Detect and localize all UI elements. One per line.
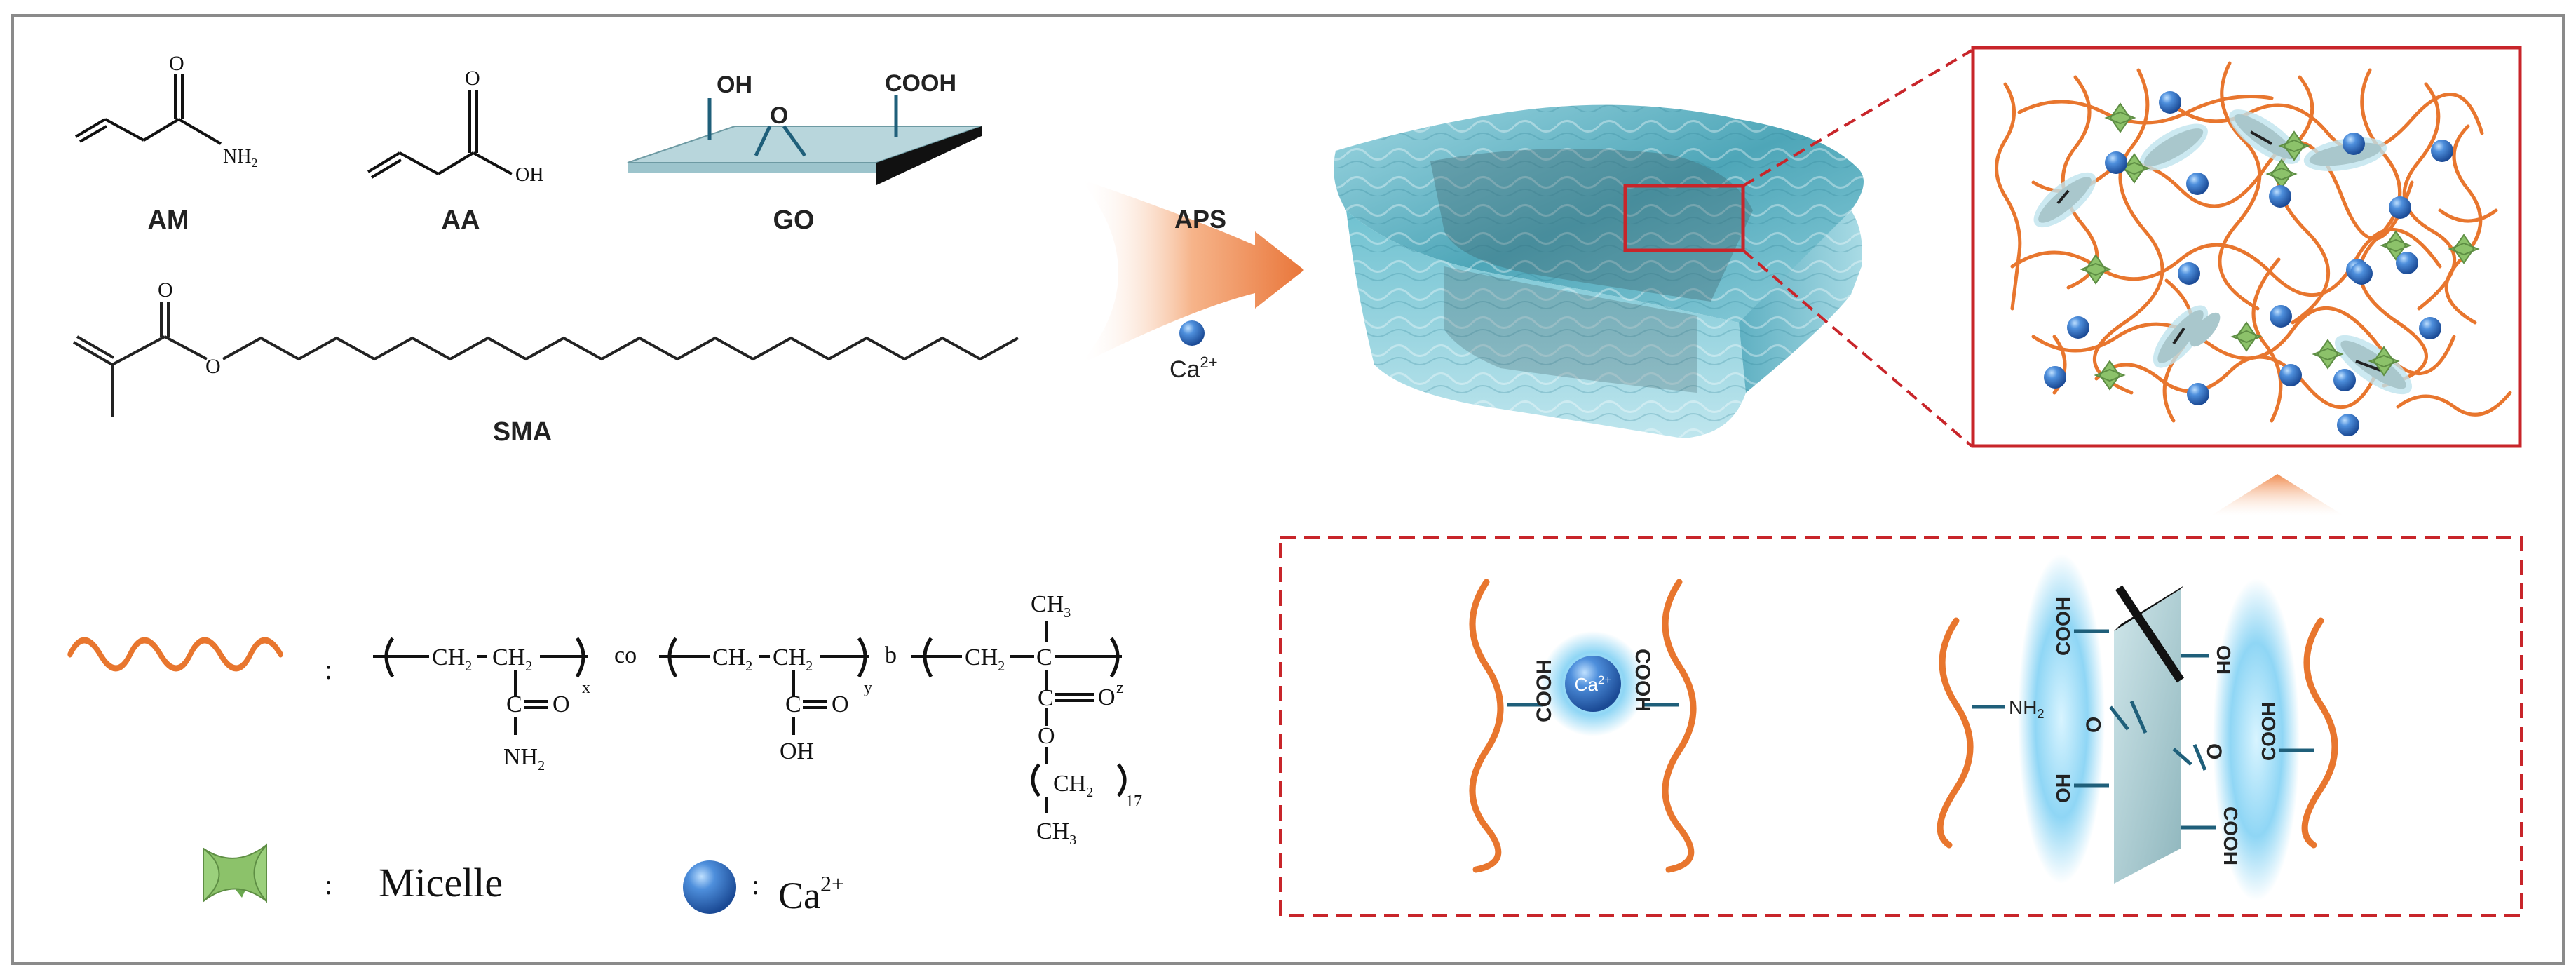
svg-text:C: C: [506, 691, 522, 717]
ionic-crosslink-diagram: [1469, 579, 1697, 873]
svg-text:OH: OH: [780, 738, 814, 764]
hydrogel-block: [1334, 104, 1864, 438]
svg-text:C: C: [785, 691, 801, 717]
ca-legend-icon: [683, 860, 736, 914]
sma-o1-label: O: [158, 278, 173, 302]
svg-text:CH2: CH2: [432, 644, 472, 674]
go-o-label: O: [770, 102, 788, 129]
up-arrow: [2210, 474, 2345, 516]
gi-cooh-far-right: COOH: [2258, 702, 2279, 761]
legend-colon-chain: :: [325, 654, 332, 685]
gi-o-left: O: [2082, 717, 2106, 733]
aps-label: APS: [1174, 205, 1226, 234]
sma-o2-label: O: [205, 355, 221, 378]
inset-cooh-right: COOH: [1631, 649, 1654, 712]
svg-text:C: C: [1036, 644, 1052, 670]
go-sheet: [627, 95, 982, 185]
legend-chain-icon: [67, 637, 283, 672]
svg-text:O: O: [1098, 684, 1116, 710]
svg-text:co: co: [614, 642, 637, 668]
reaction-arrow: [1080, 179, 1304, 365]
inset-cooh-left: COOH: [1533, 659, 1556, 722]
svg-text:17: 17: [1125, 792, 1142, 811]
svg-text:CH2: CH2: [712, 644, 752, 674]
svg-text:CH3: CH3: [1036, 818, 1076, 848]
zoom-line-bottom: [1742, 249, 1973, 447]
polymer-formula: [373, 621, 1127, 813]
aa-structure: [367, 90, 513, 179]
legend-micelle-label: Micelle: [379, 860, 503, 905]
am-structure: [74, 74, 222, 145]
svg-text:C: C: [1038, 685, 1054, 711]
network-zoom-panel: [1971, 46, 2522, 448]
sma-structure: [72, 302, 1019, 417]
gi-o-right: O: [2202, 743, 2225, 759]
aa-label: AA: [442, 205, 480, 235]
legend-colon-ca: :: [752, 869, 759, 900]
micelle-legend-icon: [203, 843, 267, 903]
svg-text:O: O: [832, 691, 849, 717]
svg-text:CH2: CH2: [965, 644, 1005, 674]
svg-text:z: z: [1116, 679, 1124, 697]
figure-border: [11, 14, 2565, 965]
gi-cooh-bottom: COOH: [2220, 806, 2242, 865]
svg-text:y: y: [864, 679, 872, 697]
aa-oh-label: OH: [515, 164, 543, 186]
aa-o-label: O: [465, 67, 480, 90]
svg-text:CH3: CH3: [1031, 591, 1071, 621]
sma-label: SMA: [493, 417, 552, 447]
gi-cooh-top: COOH: [2052, 597, 2074, 656]
gi-oh-left: OH: [2052, 774, 2074, 803]
legend-colon-micelle: :: [325, 869, 332, 900]
go-interaction-diagram: [1937, 554, 2338, 901]
am-label: AM: [147, 205, 189, 235]
svg-text:b: b: [885, 642, 897, 668]
svg-text:CH2: CH2: [773, 644, 813, 674]
ca-ion-icon: [1179, 320, 1205, 346]
zoom-line-top: [1742, 49, 1973, 187]
gi-oh-right: OH: [2213, 645, 2235, 675]
reaction-ion-label: Ca2+: [1170, 353, 1218, 383]
svg-text:NH2: NH2: [503, 744, 545, 774]
zoom-region-box: [1623, 184, 1745, 252]
am-nh2-label: NH2: [223, 146, 257, 170]
svg-text:O: O: [553, 691, 570, 717]
go-cooh-label: COOH: [885, 70, 956, 97]
polymer-formula-text: CH2 CH2 x co CH2 CH2 y b CH2 C CH3 z C O…: [432, 591, 1142, 848]
svg-text:x: x: [582, 679, 590, 697]
legend-ca-label: Ca2+: [778, 871, 844, 917]
svg-text:O: O: [1038, 723, 1055, 749]
go-oh-label: OH: [717, 72, 752, 98]
am-o-label: O: [169, 52, 184, 75]
gi-nh2: NH2: [2009, 696, 2044, 721]
go-label: GO: [773, 205, 814, 235]
interaction-panel: [1279, 536, 2523, 917]
svg-text:CH2: CH2: [492, 644, 532, 674]
svg-text:CH2: CH2: [1053, 771, 1093, 800]
inset-ion-label: Ca2+: [1575, 673, 1612, 695]
